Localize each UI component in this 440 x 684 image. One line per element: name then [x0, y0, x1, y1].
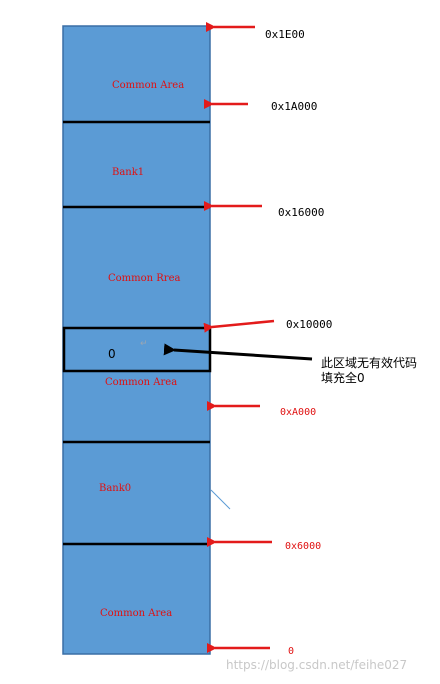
callout-note-line2: 填充全0 [321, 370, 365, 385]
return-glyph: ↵ [140, 339, 148, 349]
address-label: 0x1A000 [271, 100, 317, 113]
callout-arrow [163, 343, 313, 361]
region-label-bank0: Bank0 [99, 483, 131, 494]
address-label: 0x1E00 [265, 28, 305, 41]
region-label-common-area-mid: Common Area [105, 377, 177, 388]
stray-line [210, 489, 231, 510]
region-label-common-area-bottom: Common Area [100, 608, 172, 619]
address-arrow [203, 319, 275, 333]
watermark: https://blog.csdn.net/feihe027 [226, 658, 407, 672]
address-label: 0x10000 [286, 318, 332, 331]
address-label: 0xA000 [280, 407, 316, 418]
address-label: 0x6000 [285, 541, 321, 552]
address-label: 0x16000 [278, 206, 324, 219]
region-label-bank1: Bank1 [112, 167, 144, 178]
region-label-common-rrea: Common Rrea [108, 273, 181, 284]
zero-filled-region [62, 326, 212, 373]
callout-note-line1: 此区域无有效代码 [321, 355, 417, 370]
zero-region-value: 0 [108, 347, 116, 361]
memory-block [62, 25, 211, 655]
region-label-common-area-top: Common Area [112, 80, 184, 91]
address-label: 0 [288, 646, 294, 657]
